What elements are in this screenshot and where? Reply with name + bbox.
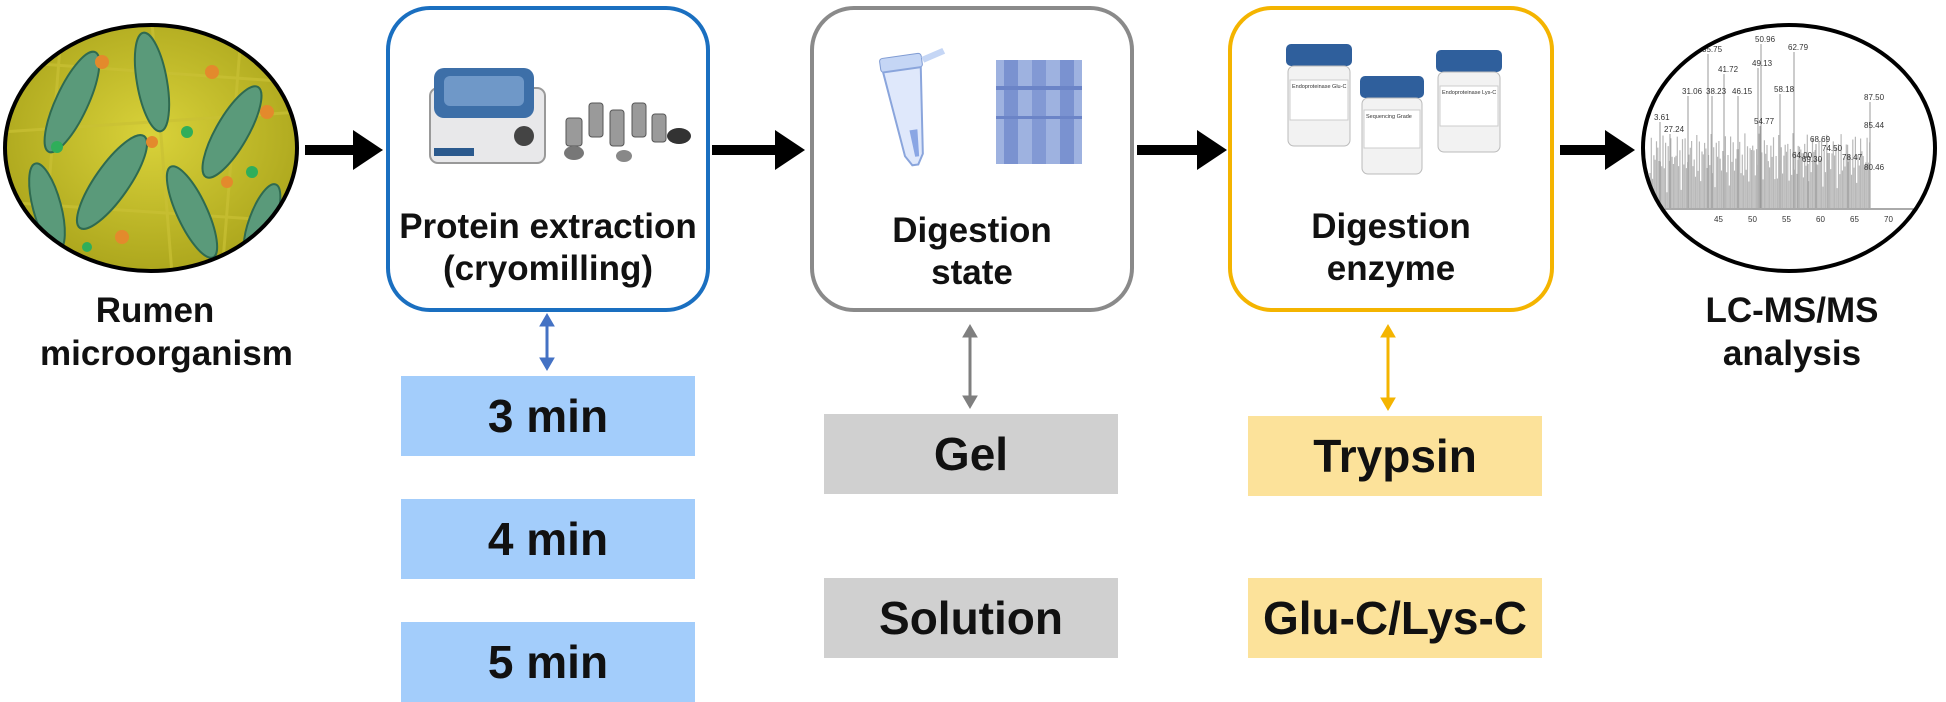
spectrum-peak-label: 46.15 [1732,87,1753,96]
bottle-label-2: Sequencing Grade [1366,114,1412,120]
spectrum-axis-tick: 55 [1782,215,1791,224]
enzyme-option-gluc-lysc: Glu-C/Lys-C [1248,578,1542,658]
digestion-enzyme-title-line2: enzyme [1326,249,1456,288]
extraction-option-3min: 3 min [401,376,695,456]
rumen-label-line2: microorganism [40,333,293,373]
extraction-option-4min-label: 4 min [487,513,609,565]
enzyme-option-trypsin-label: Trypsin [1313,430,1477,482]
spectrum-peak-label: 69.30 [1802,155,1823,164]
spectrum-peak-label: 78.47 [1842,153,1863,162]
vial-left [1286,44,1352,147]
enzyme-option-trypsin: Trypsin [1248,416,1542,496]
double-arrow-enzyme [1380,324,1396,411]
spectrum-peak-label: 35.75 [1702,45,1723,54]
tube-and-gel-image [858,46,1098,176]
spectrum-peak-label: 3.61 [1654,113,1670,122]
rumen-label: Rumen microorganism [40,290,293,375]
digestion-enzyme-box: Endoproteinase Glu-C Sequencing Grade En… [1228,6,1554,312]
spectrum-peak-label: 58.18 [1774,85,1795,94]
enzyme-vials-image: Endoproteinase Glu-C Sequencing Grade En… [1274,36,1514,176]
spectrum-peak-label: 27.24 [1664,125,1685,134]
spectrum-peak-label: 87.50 [1864,93,1885,102]
double-arrow-extraction [539,313,555,371]
digestion-state-title-line2: state [931,253,1013,292]
spectrum-peak-label: 41.72 [1718,65,1739,74]
enzyme-option-gluc-lysc-label: Glu-C/Lys-C [1262,592,1528,644]
bottle-label-3: Endoproteinase Lys-C [1442,90,1496,96]
cryomill-instrument-image [424,48,694,178]
spectrum-peak-label: 68.69 [1810,135,1831,144]
spectrum-axis-tick: 45 [1714,215,1723,224]
spectrum-axis-tick: 65 [1850,215,1859,224]
state-option-gel-label: Gel [933,428,1009,480]
spectrum-peak-label: 85.44 [1864,121,1885,130]
vial-right [1436,50,1502,153]
lcms-label-line2: analysis [1722,333,1862,373]
lcms-label-line1: LC-MS/MS [1705,291,1879,330]
lcms-label: LC-MS/MS analysis [1682,290,1902,375]
spectrum-peak-label: 49.13 [1752,59,1773,68]
digestion-state-box: Digestion state [810,6,1134,312]
spectrum-peak-label: 54.77 [1754,117,1775,126]
bottle-label-1: Endoproteinase Glu-C [1292,84,1346,90]
vial-middle [1360,76,1424,175]
spectrum-peak-label: 62.79 [1788,43,1809,52]
spectrum-peak-label: 80.46 [1864,163,1885,172]
digestion-state-title: Digestion state [814,210,1130,294]
extraction-option-4min: 4 min [401,499,695,579]
state-option-solution: Solution [824,578,1118,658]
extraction-option-5min: 5 min [401,622,695,702]
rumen-label-line1: Rumen [95,291,215,330]
extraction-stage-box: Protein extraction (cryomilling) [386,6,710,312]
rumen-microorganism-image [2,22,300,274]
double-arrow-state [962,324,978,409]
digestion-enzyme-title-line1: Digestion [1311,207,1471,246]
extraction-title-line2: (cryomilling) [442,249,654,288]
extraction-title-line1: Protein extraction [399,207,697,246]
spectrum-axis-tick: 70 [1884,215,1893,224]
state-option-solution-label: Solution [879,592,1063,644]
state-option-gel: Gel [824,414,1118,494]
spectrum-peak-label: 50.96 [1755,35,1776,44]
spectrum-peak-label: 64.00 [1792,151,1813,160]
extraction-title: Protein extraction (cryomilling) [390,206,706,290]
digestion-state-title-line1: Digestion [892,211,1052,250]
extraction-option-5min-label: 5 min [487,636,609,688]
spectrum-peak-label: 74.50 [1822,144,1843,153]
spectrum-axis-tick: 50 [1748,215,1757,224]
spectrum-peak-label: 38.23 [1706,87,1727,96]
spectrum-peak-label: 31.06 [1682,87,1703,96]
extraction-option-3min-label: 3 min [487,390,609,442]
spectrum-axis-tick: 60 [1816,215,1825,224]
digestion-enzyme-title: Digestion enzyme [1232,206,1550,290]
